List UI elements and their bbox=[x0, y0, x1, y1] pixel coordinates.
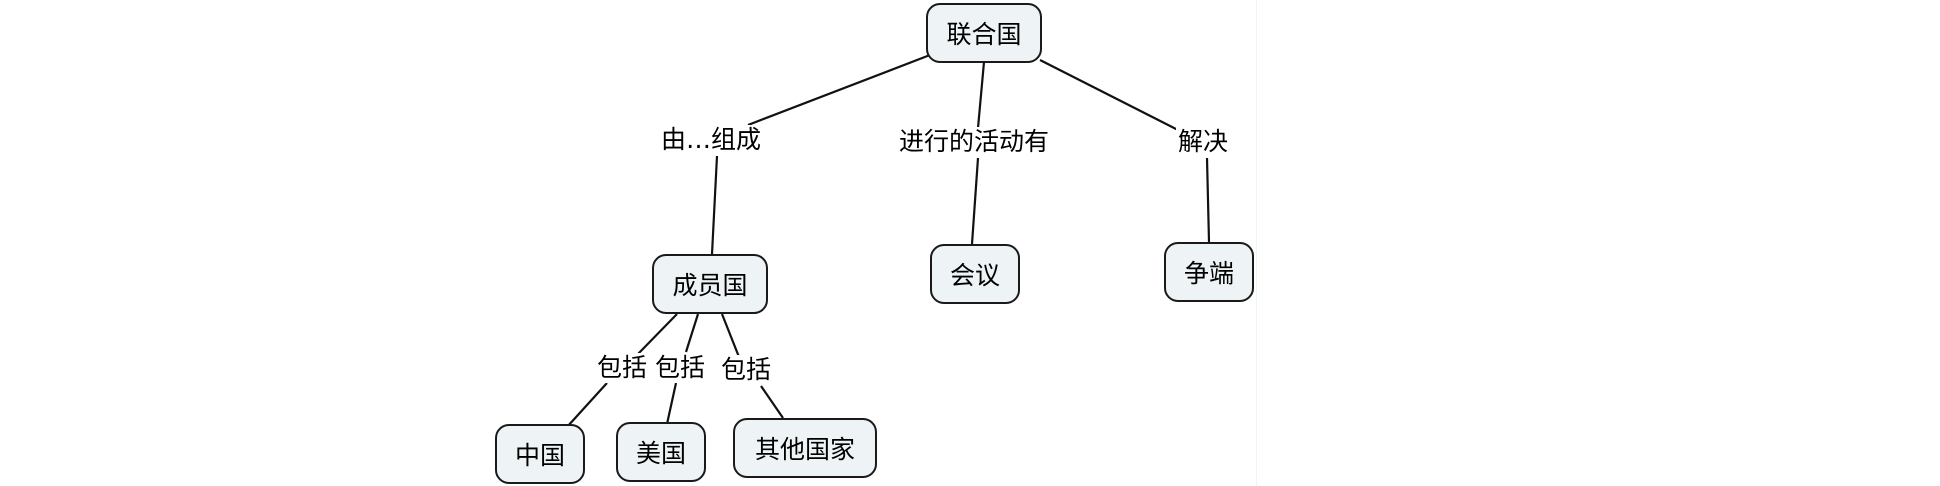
connector bbox=[566, 382, 608, 428]
connector bbox=[665, 382, 678, 425]
concept-node-members[interactable]: 成员国 bbox=[652, 254, 768, 314]
link-label-composed-of: 由…组成 bbox=[659, 125, 764, 155]
concept-node-un[interactable]: 联合国 bbox=[926, 3, 1042, 63]
connector bbox=[760, 385, 784, 419]
canvas-boundary bbox=[1256, 0, 1257, 486]
concept-node-meetings[interactable]: 会议 bbox=[930, 244, 1020, 304]
link-label-includes: 包括 bbox=[653, 353, 708, 383]
connector bbox=[636, 313, 678, 356]
link-label-includes: 包括 bbox=[595, 353, 650, 383]
connector bbox=[710, 155, 719, 255]
concept-node-disputes[interactable]: 争端 bbox=[1164, 242, 1254, 302]
connector bbox=[976, 61, 986, 129]
link-label-activities: 进行的活动有 bbox=[897, 127, 1052, 157]
concept-node-usa[interactable]: 美国 bbox=[616, 422, 706, 482]
connector bbox=[720, 313, 741, 358]
concept-node-others[interactable]: 其他国家 bbox=[733, 418, 877, 478]
connector bbox=[970, 157, 980, 245]
link-label-resolve: 解决 bbox=[1176, 127, 1231, 157]
connector bbox=[747, 53, 931, 127]
connector bbox=[684, 313, 700, 353]
link-label-includes: 包括 bbox=[719, 355, 774, 385]
concept-node-china[interactable]: 中国 bbox=[495, 424, 585, 484]
connector bbox=[1205, 157, 1211, 243]
connector bbox=[1039, 59, 1179, 131]
